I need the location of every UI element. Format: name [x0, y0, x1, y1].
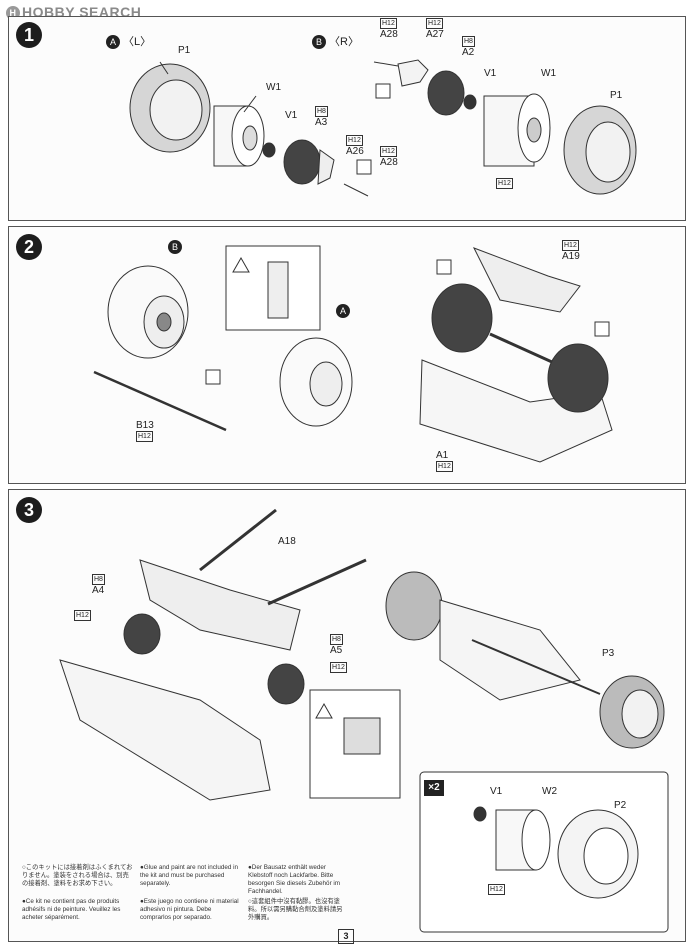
note-ja: ○このキットには接着剤はふくまれておりません。塗装をされる場合は、別売の接着剤、… — [22, 864, 133, 887]
label-v1-right: V1 — [484, 68, 497, 79]
side-left-label: A〈L〉 — [106, 33, 151, 49]
note-fr: ●Ce kit ne contient pas de produits adhé… — [22, 898, 121, 921]
step-3-number: 3 — [16, 497, 42, 523]
label-p3: P3 — [602, 648, 615, 659]
label-p1-left: P1 — [178, 45, 191, 56]
step-1-number: 1 — [16, 22, 42, 48]
label-h12-inset: H12 — [488, 884, 505, 895]
note-en: ●Glue and paint are not included in the … — [140, 864, 238, 887]
note-de: ●Der Bausatz enthält weder Klebstoff noc… — [248, 864, 341, 895]
label-h12-a5: H12 — [330, 662, 347, 673]
page-number: 3 — [338, 929, 354, 944]
label-h12-a4: H12 — [74, 610, 91, 621]
side-right-label: B〈R〉 — [312, 33, 359, 49]
label-h12-panel1: H12 — [496, 178, 513, 189]
step-1-panel — [8, 16, 686, 221]
label-w1-left: W1 — [266, 82, 281, 93]
label-p2: P2 — [614, 800, 627, 811]
label-w2: W2 — [542, 786, 557, 797]
note-zh: ○這套組件中沒有黏膠。也沒有塗料。所以需另購黏合劑及塗料請另外購買。 — [248, 898, 343, 921]
label-v1-inset: V1 — [490, 786, 503, 797]
step-2-number: 2 — [16, 234, 42, 260]
note-es: ●Este juego no contiene ni material adhe… — [140, 898, 239, 921]
label-w1-right: W1 — [541, 68, 556, 79]
label-a18: A18 — [278, 536, 296, 547]
label-wheel-a: A — [336, 304, 353, 318]
label-v1-left: V1 — [285, 110, 298, 121]
label-p1-right: P1 — [610, 90, 623, 101]
multiplier-badge: ×2 — [424, 780, 444, 796]
label-wheel-b: B — [168, 240, 185, 254]
